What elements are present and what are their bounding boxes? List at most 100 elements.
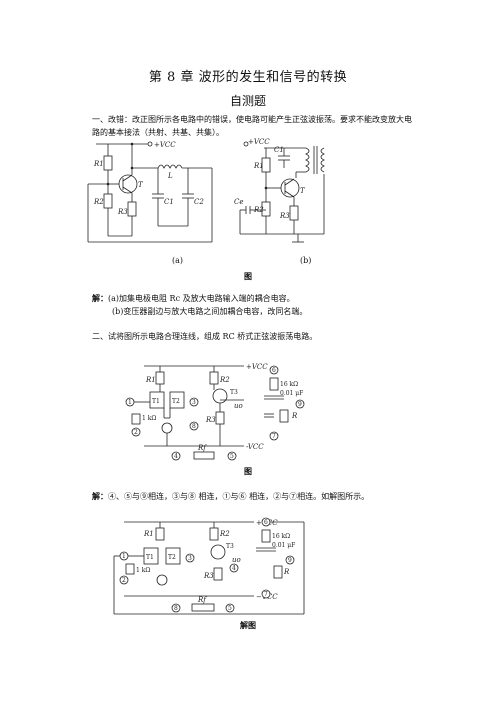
sol-r3-label: R3 [203, 572, 214, 580]
q2-answer-lead: 解： [92, 491, 108, 501]
q2-t3-label: T3 [230, 389, 238, 396]
q2-node-9: 9 [298, 401, 302, 408]
circuit-b-c1-label: C1 [274, 146, 284, 154]
q2-node-3: 3 [192, 399, 196, 406]
transistor-t2-sol [165, 547, 181, 565]
sol-c001-label: 0.01 μF [272, 542, 295, 549]
circuit-a-r3-label: R3 [117, 208, 128, 216]
resistor-r3-sol [213, 567, 223, 581]
q2-answer-text: ④、⑤与⑨相连，③与⑧ 相连，①与⑥ 相连，②与⑦相连。如解图所示。 [108, 492, 370, 501]
section-title: 自测题 [229, 94, 266, 108]
resistor-rf-sol [191, 603, 215, 612]
circuit-a-c1-label: C1 [164, 198, 174, 206]
current-source-sol [156, 574, 168, 586]
q2-figure-caption: 图 [244, 466, 252, 476]
transistor-t [118, 174, 138, 194]
resistor-rf-q2 [193, 451, 215, 460]
resistor-r-q2 [131, 413, 141, 425]
resistor-r-parallel [279, 409, 289, 423]
q2-answer-row: 解：④、⑤与⑨相连，③与⑧ 相连，①与⑥ 相连，②与⑦相连。如解图所示。 [92, 490, 422, 503]
sol-node-7: 7 [264, 591, 268, 598]
sol-node-1: 1 [122, 553, 126, 560]
q2-node-5: 5 [230, 453, 234, 460]
transformer-primary [305, 147, 310, 173]
resistor-re-b [289, 205, 299, 221]
transformer-secondary [320, 147, 325, 173]
q2-vcc-label: +VCC [246, 363, 268, 371]
sol-node-4: 4 [232, 565, 236, 572]
q1-answer-a: (a)加集电极电阻 Rc 及放大电路输入端的耦合电容。 [108, 294, 295, 303]
circuit-b-r3-label: R3 [279, 212, 290, 220]
resistor-r-series [269, 377, 279, 391]
chapter-title: 第 8 章 波形的发生和信号的转换 [148, 70, 348, 85]
resistor-r3-q2 [215, 411, 225, 425]
sol-t2-label: T2 [168, 554, 176, 561]
q2-node-6: 6 [272, 367, 276, 374]
q2-t1-label: T1 [152, 398, 160, 405]
sol-r2-label: R2 [219, 530, 230, 538]
sol-node-8: 8 [174, 605, 178, 612]
q2-uo-label: uo [234, 402, 243, 410]
circuit-b-r1-label: R1 [253, 162, 264, 170]
circuit-a-r1-label: R1 [93, 160, 104, 168]
transistor-t2-q2 [169, 391, 185, 409]
transistor-t3-q2 [212, 388, 228, 404]
sol-node-9: 9 [288, 557, 292, 564]
resistor-re [127, 201, 137, 217]
sol-t1-label: T1 [146, 554, 154, 561]
resistor-r-parallel-sol [273, 565, 283, 579]
q1-figure-caption: 图 [244, 271, 252, 281]
sol-t3-label: T3 [226, 543, 234, 550]
q1-line2: 路的基本接法（共射、共基、共集）。 [92, 128, 224, 137]
q2-rf-label: Rf [197, 444, 207, 452]
q2-vee-label: -VCC [246, 443, 264, 451]
inductor-l [157, 164, 183, 169]
circuit-a-r2-label: R2 [93, 198, 104, 206]
q2-r-label: R [291, 412, 298, 420]
q2-line1: 二、试将图所示电路合理连线，组成 RC 桥式正弦波振荡电路。 [92, 332, 318, 341]
circuit-q2: +VCC R1 R2 T1 T2 -VCC T3 R3 uo 1 1 kΩ 2 … [125, 363, 305, 461]
sol-node-6: 6 [264, 519, 268, 526]
q1-answer-lead: 解： [92, 293, 108, 303]
sol-r-label: R [283, 568, 290, 576]
q2-r1k-label: 1 kΩ [142, 415, 156, 422]
resistor-r-sol [125, 563, 135, 575]
q2-node-8: 8 [192, 423, 196, 430]
label-a: (a) [172, 256, 184, 265]
q2-r1-label: R1 [145, 376, 156, 384]
q2-node-4: 4 [174, 453, 178, 460]
q1-line1: 一、改错：改正图所示各电路中的错误，使电路可能产生正弦波振荡。要求不能改变放大电 [92, 115, 412, 124]
q2-c001-label: 0.01 μF [280, 390, 303, 397]
resistor-rb1 [103, 155, 113, 171]
q2-r16k-label: 16 kΩ [280, 381, 298, 388]
resistor-rb2 [103, 193, 113, 209]
circuit-a-c2-label: C2 [194, 198, 204, 206]
circuit-b-ce-label: Ce [234, 198, 244, 206]
current-source-q2 [161, 422, 173, 434]
circuit-b-vcc-label: +VCC [248, 138, 270, 146]
sol-node-3: 3 [188, 555, 192, 562]
circuit-a: +VCC R1 R2 T R3 L C1 C2 [87, 141, 213, 243]
label-b: (b) [300, 256, 312, 265]
sol-node-5: 5 [228, 605, 232, 612]
q2-t2-label: T2 [172, 398, 180, 405]
solution-figure-caption: 解图 [240, 620, 256, 630]
transistor-t3-sol [210, 544, 226, 560]
circuit-b-t-label: T [300, 187, 306, 195]
q1-answer-a-row: 解：(a)加集电极电阻 Rc 及放大电路输入端的耦合电容。 [92, 292, 412, 305]
circuit-solution: +VCC R1 R2 T1 T2 T3 R3 −VCC 1 2 1 kΩ 3 4… [113, 517, 305, 615]
circuit-a-l-label: L [167, 172, 173, 180]
circuit-a-t-label: T [138, 181, 144, 189]
circuit-b: +VCC R1 R2 C1 T R3 Ce [234, 138, 325, 243]
resistor-r-series-sol [261, 529, 271, 543]
q2-r2-label: R2 [219, 376, 230, 384]
sol-r1-label: R1 [143, 530, 154, 538]
resistor-r2-sol [209, 527, 219, 541]
sol-r16k-label: 16 kΩ [272, 533, 290, 540]
q1-answer-b: (b)变压器副边与放大电路之间加耦合电容，改同名端。 [112, 307, 308, 316]
sol-uo-label: uo [232, 556, 241, 564]
q2-node-2: 2 [134, 429, 138, 436]
sol-node-2: 2 [122, 577, 126, 584]
q2-node-1: 1 [128, 399, 132, 406]
sol-rf-label: Rf [197, 596, 207, 604]
